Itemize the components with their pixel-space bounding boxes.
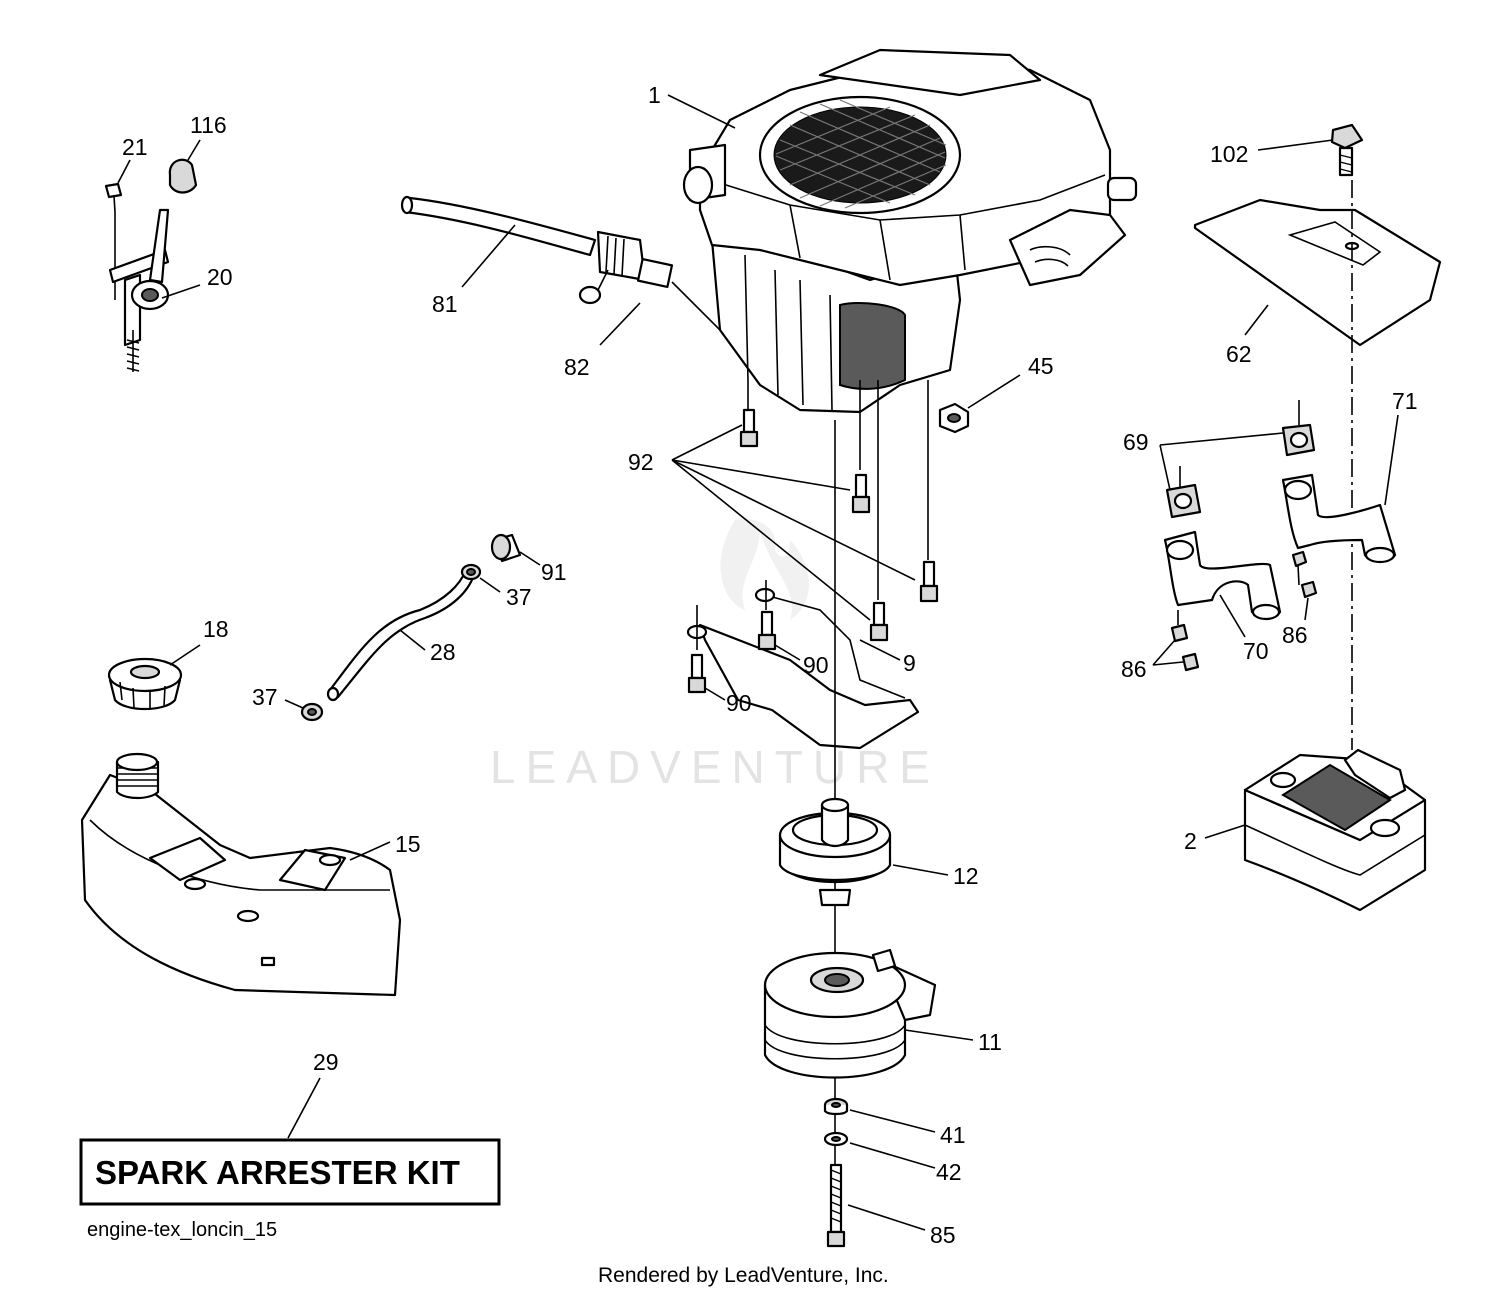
leader-41 bbox=[849, 1109, 936, 1133]
exhaust-pipe-71-part bbox=[1281, 473, 1397, 564]
screw-102-part bbox=[1330, 123, 1364, 177]
callout-90a: 90 bbox=[803, 652, 829, 678]
leader-37a bbox=[479, 577, 501, 593]
callout-90b: 90 bbox=[726, 690, 752, 716]
pulley-12-part bbox=[778, 797, 892, 907]
leader-91 bbox=[519, 551, 541, 566]
engine-part bbox=[682, 48, 1138, 414]
watermark-logo bbox=[720, 519, 809, 620]
fuel-tank-15-part bbox=[80, 752, 402, 997]
leader-28 bbox=[399, 629, 426, 651]
leader-18 bbox=[169, 644, 201, 666]
leader-12 bbox=[892, 864, 949, 876]
callout-71: 71 bbox=[1392, 388, 1418, 414]
fuel-line-28-part bbox=[326, 568, 476, 702]
leader-82 bbox=[599, 302, 641, 346]
callout-37b: 37 bbox=[252, 684, 278, 710]
spark-arrester-kit-label: SPARK ARRESTER KIT bbox=[95, 1154, 460, 1191]
callout-92: 92 bbox=[628, 449, 654, 475]
callout-1: 1 bbox=[648, 82, 661, 108]
fuel-cap-18-part bbox=[107, 657, 183, 710]
leader-29 bbox=[287, 1077, 321, 1139]
clamp-37a-part bbox=[460, 563, 482, 581]
leader-9 bbox=[859, 639, 901, 661]
leader-85 bbox=[847, 1204, 926, 1231]
callout-28: 28 bbox=[430, 639, 456, 665]
leader-37b bbox=[284, 699, 304, 709]
callout-62: 62 bbox=[1226, 341, 1252, 367]
leader-62 bbox=[1244, 304, 1269, 336]
bracket-9-part bbox=[686, 580, 920, 750]
valve-91-part bbox=[490, 533, 522, 563]
diagram-id: engine-tex_loncin_15 bbox=[87, 1219, 277, 1241]
watermark-text: LEADVENTURE bbox=[490, 741, 940, 793]
leader-102 bbox=[1257, 139, 1334, 151]
callout-41: 41 bbox=[940, 1122, 966, 1148]
callout-86a: 86 bbox=[1282, 622, 1308, 648]
leader-20 bbox=[161, 284, 201, 299]
knob-116-part bbox=[168, 158, 198, 194]
washer-41-part bbox=[823, 1097, 849, 1116]
footer-credit: Rendered by LeadVenture, Inc. bbox=[598, 1264, 889, 1287]
leader-81 bbox=[461, 224, 516, 288]
callout-102: 102 bbox=[1210, 141, 1248, 167]
leader-70 bbox=[1219, 594, 1246, 638]
callout-86b: 86 bbox=[1121, 656, 1147, 682]
fuel-filter-part bbox=[578, 230, 721, 331]
spark-arrester-kit-box bbox=[79, 1138, 501, 1206]
leader-90b bbox=[704, 687, 726, 701]
gasket-69-part bbox=[1165, 400, 1316, 519]
callout-69: 69 bbox=[1123, 429, 1149, 455]
callout-91: 91 bbox=[541, 559, 567, 585]
nut-45-part bbox=[938, 402, 970, 434]
callout-116: 116 bbox=[190, 112, 227, 138]
callout-82: 82 bbox=[564, 354, 590, 380]
leader-45 bbox=[967, 374, 1021, 409]
leader-1 bbox=[667, 94, 736, 129]
callout-81: 81 bbox=[432, 291, 458, 317]
leader-21 bbox=[117, 159, 131, 184]
bolt-85-part bbox=[826, 1163, 846, 1248]
leader-116 bbox=[187, 139, 201, 161]
callout-11: 11 bbox=[978, 1029, 1002, 1055]
heat-shield-62-part bbox=[1193, 198, 1442, 347]
leader-69 bbox=[1159, 432, 1284, 491]
leader-15 bbox=[349, 841, 391, 861]
exhaust-pipe-70-part bbox=[1163, 530, 1282, 621]
callout-9: 9 bbox=[903, 650, 916, 676]
leader-42 bbox=[849, 1142, 936, 1169]
callout-37a: 37 bbox=[506, 584, 532, 610]
leader-2 bbox=[1204, 824, 1246, 839]
callout-15: 15 bbox=[395, 831, 421, 857]
clutch-11-part bbox=[763, 948, 937, 1079]
engine-bolts-part bbox=[739, 380, 939, 642]
leader-86b bbox=[1152, 639, 1184, 666]
clamp-37b-part bbox=[300, 702, 324, 722]
callout-29: 29 bbox=[313, 1049, 339, 1075]
callout-20: 20 bbox=[207, 264, 233, 290]
nut-86-part bbox=[1170, 550, 1318, 672]
throttle-control-part bbox=[108, 208, 170, 372]
bolt-21-part bbox=[104, 182, 123, 213]
leader-92 bbox=[671, 424, 916, 621]
callout-70: 70 bbox=[1243, 638, 1269, 664]
callout-85: 85 bbox=[930, 1222, 956, 1248]
washer-42-part bbox=[823, 1131, 849, 1147]
callout-12: 12 bbox=[953, 863, 979, 889]
muffler-2-part bbox=[1243, 748, 1427, 912]
callout-2: 2 bbox=[1184, 828, 1197, 854]
callout-18: 18 bbox=[203, 616, 229, 642]
callout-42: 42 bbox=[936, 1159, 962, 1185]
fuel-hose-part bbox=[400, 195, 597, 257]
callout-21: 21 bbox=[122, 134, 148, 160]
leader-90a bbox=[774, 644, 801, 661]
leader-71 bbox=[1384, 414, 1399, 506]
callout-45: 45 bbox=[1028, 353, 1054, 379]
leader-86a bbox=[1304, 597, 1309, 621]
leader-11 bbox=[904, 1029, 974, 1041]
